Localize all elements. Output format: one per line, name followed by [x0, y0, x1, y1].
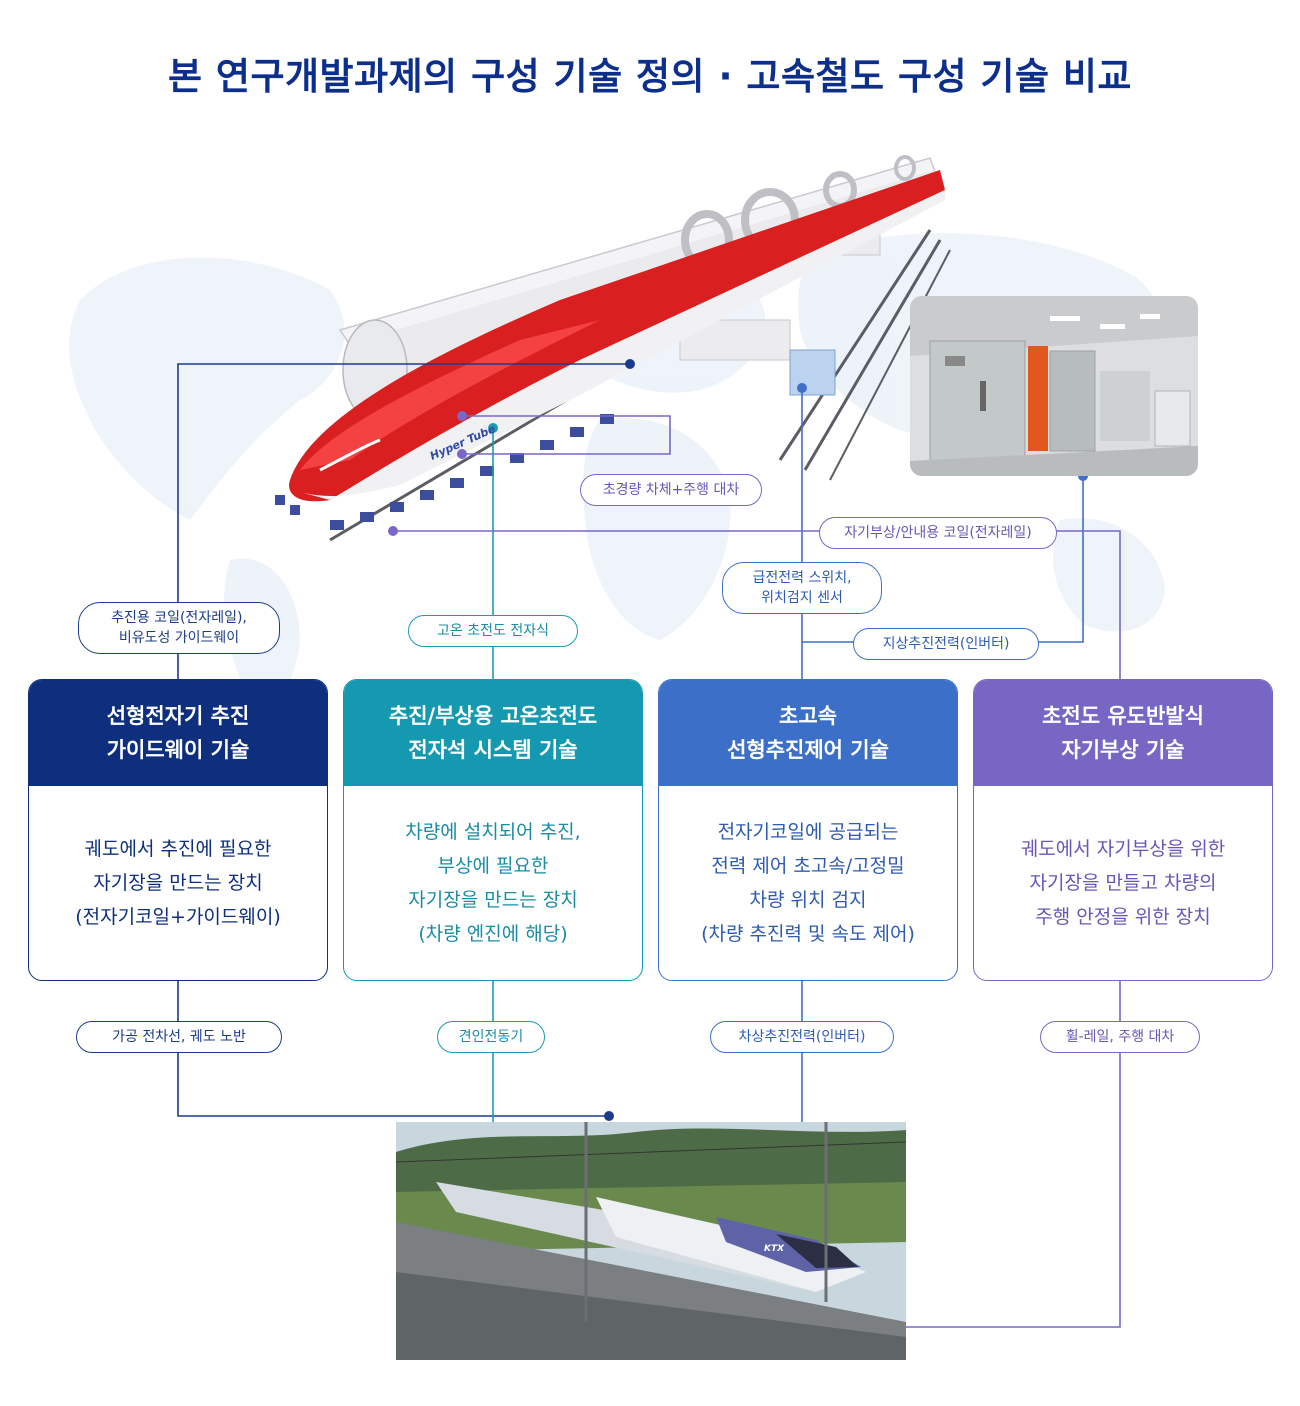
label-onboard-inverter: 차상추진전력(인버터) — [710, 1021, 894, 1053]
label-propulsion-coil: 추진용 코일(전자레일), 비유도성 가이드웨이 — [78, 602, 280, 654]
card-description: 차량에 설치되어 추진, 부상에 필요한 자기장을 만드는 장치 (차량 엔진에… — [405, 821, 581, 945]
ktx-train-photo: KTX — [396, 1122, 906, 1360]
label-wheel-rail: 휠-레일, 주행 대차 — [1040, 1021, 1200, 1053]
card-title: 선형전자기 추진 가이드웨이 기술 — [29, 680, 327, 786]
label-hts-magnet: 고온 초전도 전자식 — [408, 615, 578, 647]
dot-blue-top — [797, 383, 807, 393]
dot-purple-lev — [388, 526, 398, 536]
connector-blue-ground — [802, 476, 1084, 643]
dot-purple-top2 — [457, 449, 467, 459]
card-maglev-levitation: 초전도 유도반발식 자기부상 기술 궤도에서 자기부상을 위한 자기장을 만들고… — [973, 679, 1273, 981]
label-levitation-coil: 자기부상/안내용 코일(전자레일) — [819, 517, 1057, 549]
page-title: 본 연구개발과제의 구성 기술 정의 · 고속철도 구성 기술 비교 — [168, 55, 1132, 98]
connector-purple-top — [462, 415, 671, 455]
card-description: 궤도에서 추진에 필요한 자기장을 만드는 장치 (전자기코일+가이드웨이) — [75, 838, 281, 928]
connector-navy-top — [177, 363, 630, 679]
card-propulsion-control: 초고속 선형추진제어 기술 전자기코일에 공급되는 전력 제어 초고속/고정밀 … — [658, 679, 958, 981]
card-title: 초전도 유도반발식 자기부상 기술 — [974, 680, 1272, 786]
dot-navy-bottom — [604, 1111, 614, 1121]
card-description: 전자기코일에 공급되는 전력 제어 초고속/고정밀 차량 위치 검지 (차량 추… — [701, 821, 915, 945]
connector-purple-levitation — [393, 530, 1121, 679]
card-description: 궤도에서 자기부상을 위한 자기장을 만들고 차량의 주행 안정을 위한 장치 — [1020, 838, 1226, 928]
label-power-switch: 급전전력 스위치, 위치검지 센서 — [722, 562, 882, 614]
world-map-background — [69, 233, 1165, 707]
connector-purple-bottom — [823, 981, 1121, 1328]
label-ground-inverter: 지상추진전력(인버터) — [853, 628, 1039, 660]
dot-navy-top — [625, 359, 635, 369]
card-title: 초고속 선형추진제어 기술 — [659, 680, 957, 786]
ktx-logo: KTX — [764, 1244, 785, 1254]
control-room-photo — [910, 296, 1198, 476]
label-ultralight-body: 초경량 차체+주행 대차 — [580, 474, 762, 506]
card-hts-magnet-system: 추진/부상용 고온초전도 전자석 시스템 기술 차량에 설치되어 추진, 부상에… — [343, 679, 643, 981]
card-linear-guideway: 선형전자기 추진 가이드웨이 기술 궤도에서 추진에 필요한 자기장을 만드는 … — [28, 679, 328, 981]
card-title: 추진/부상용 고온초전도 전자석 시스템 기술 — [344, 680, 642, 786]
dot-purple-top1 — [457, 411, 467, 421]
label-traction-motor: 견인전동기 — [437, 1021, 545, 1053]
label-overhead-line: 가공 전차선, 궤도 노반 — [76, 1021, 282, 1053]
dot-teal-top — [488, 423, 498, 433]
